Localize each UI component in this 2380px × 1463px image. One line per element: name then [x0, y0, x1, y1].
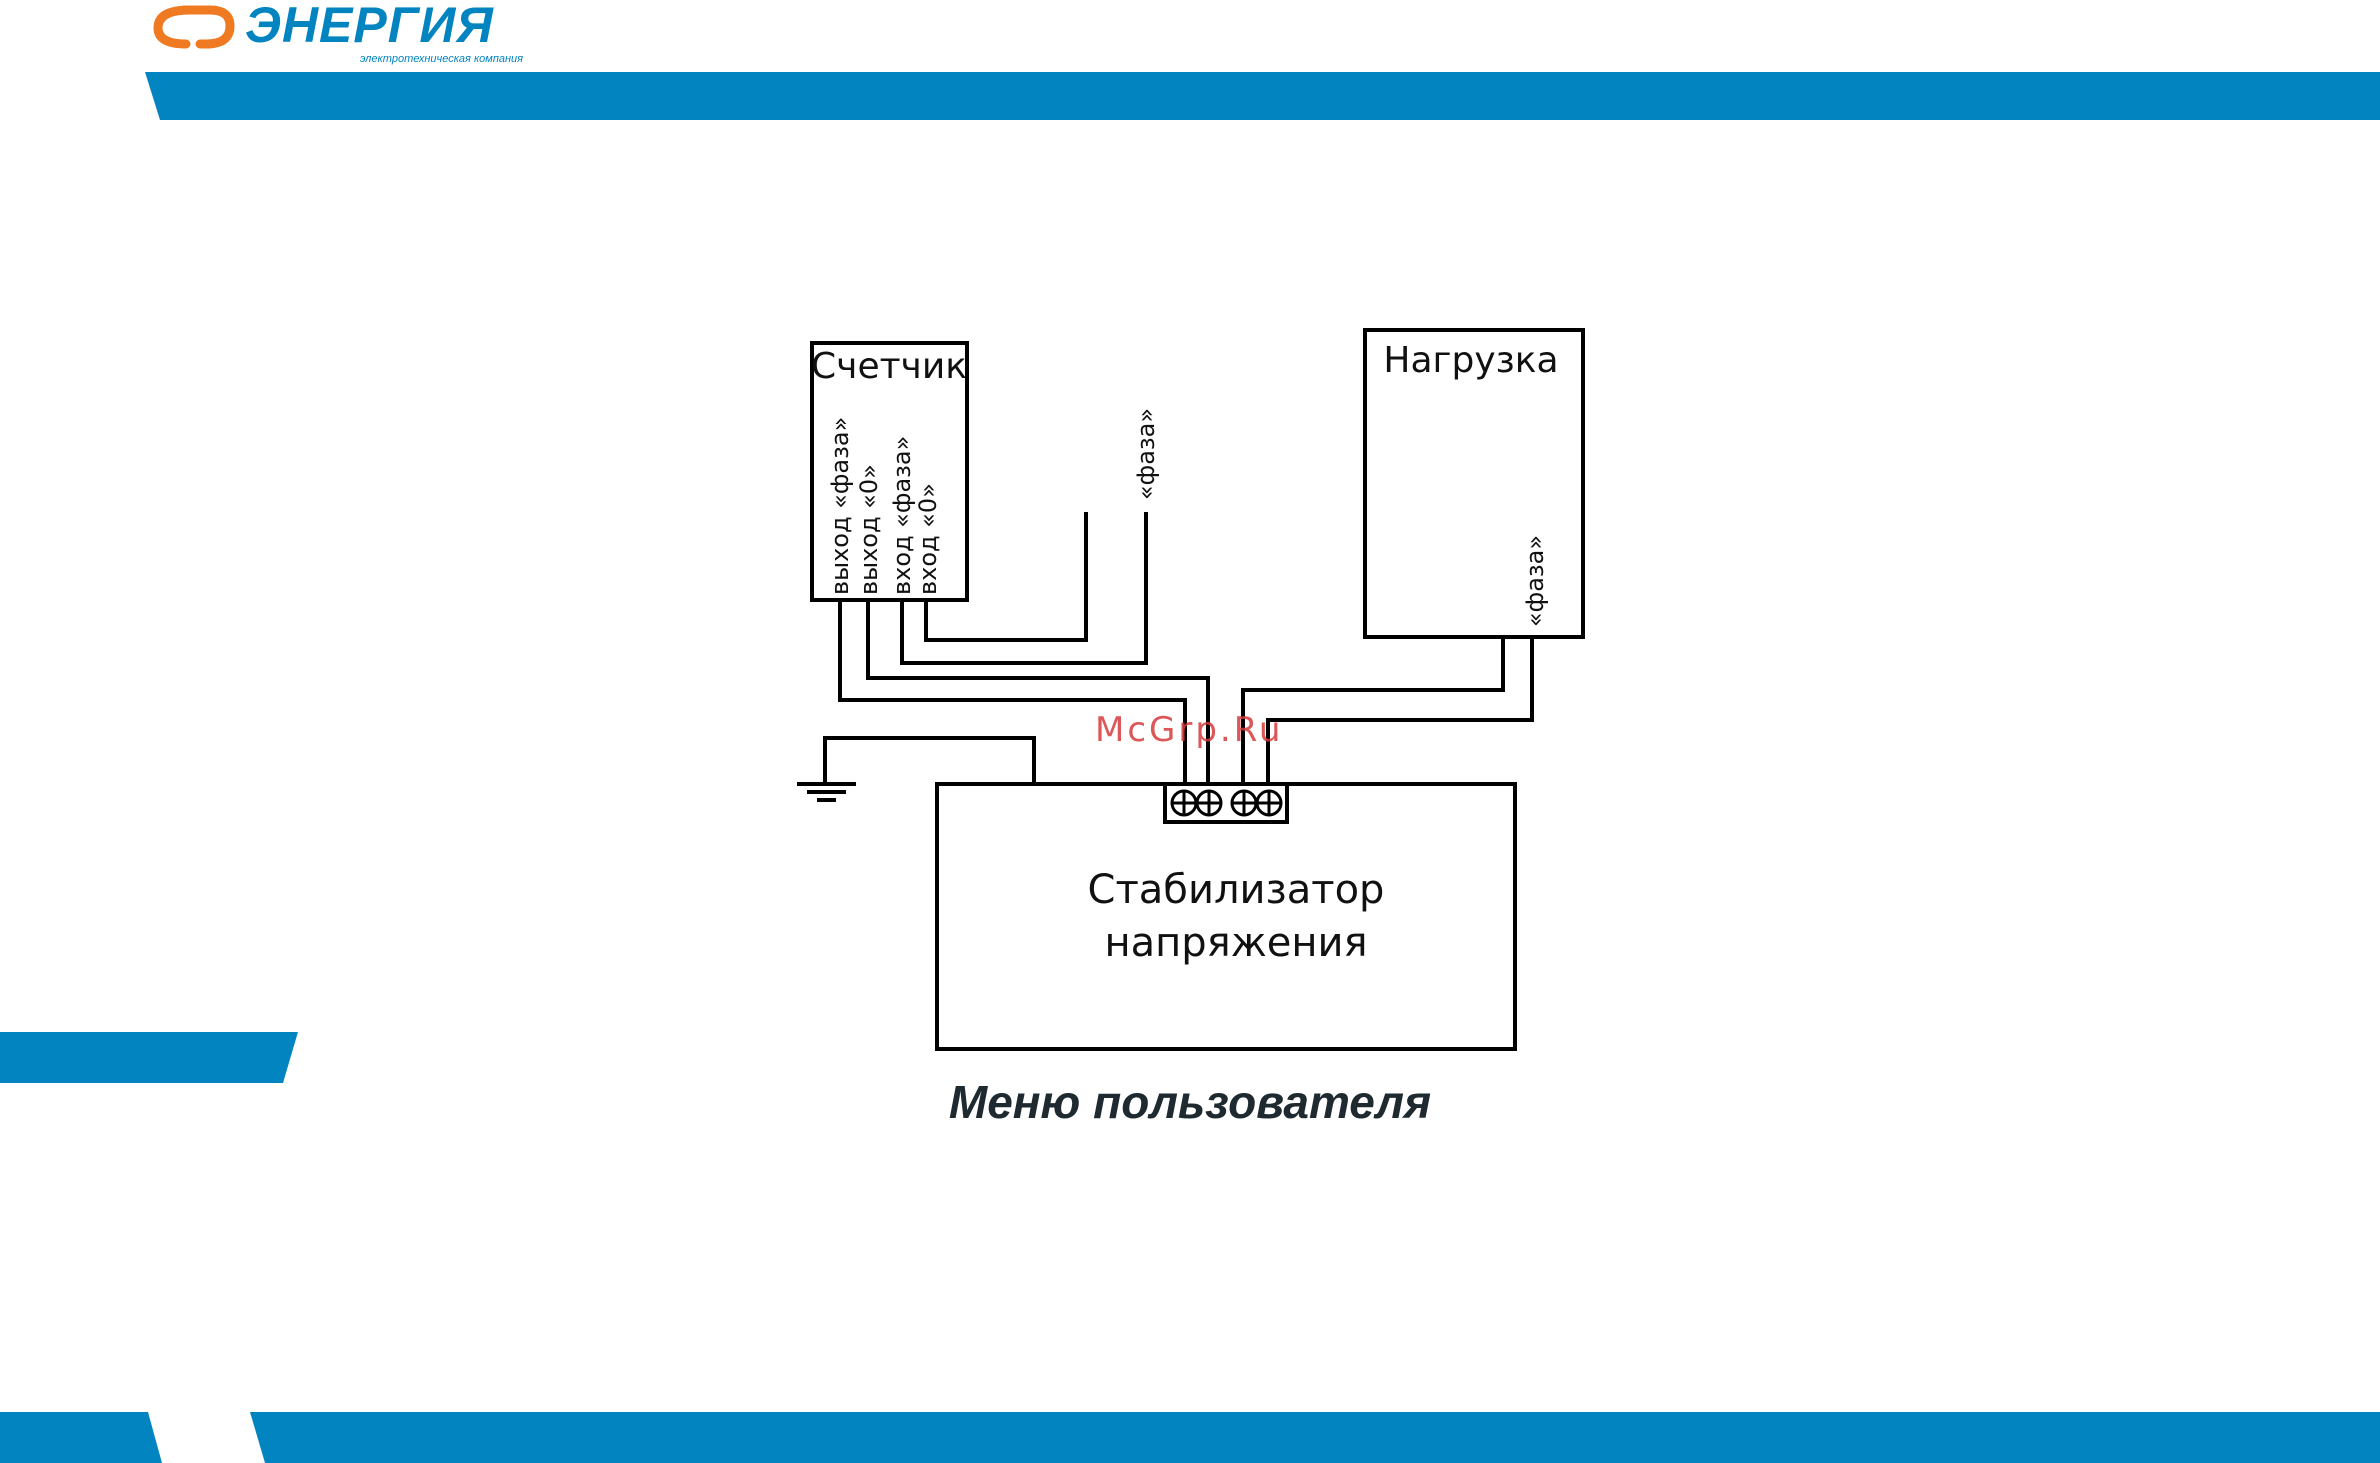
meter-terminal-in-zero: вход «0» [914, 483, 942, 595]
meter-terminal-in-phase: вход «фаза» [888, 436, 916, 595]
supply-phase-label: «фаза» [1132, 408, 1160, 500]
wire-ground [825, 738, 1034, 784]
load-title: Нагрузка [1383, 340, 1558, 381]
load-phase-label: «фаза» [1521, 535, 1549, 627]
page-caption: Меню пользователя [900, 1075, 1480, 1129]
meter-terminal-out-zero: выход «0» [855, 464, 883, 595]
wire-load-zero [1268, 637, 1532, 782]
meter-title: Счетчик [811, 346, 967, 387]
watermark: McGrp.Ru [1095, 710, 1283, 750]
meter-terminal-out-phase: выход «фаза» [826, 417, 854, 595]
terminal-screw-icon [1232, 791, 1256, 815]
wire-meter-out-zero [868, 600, 1208, 782]
stabilizer-title-line2: напряжения [1104, 920, 1367, 966]
stabilizer-title-line1: Стабилизатор [1088, 867, 1385, 913]
terminal-screw-icon [1172, 791, 1196, 815]
terminal-screw-icon [1197, 791, 1221, 815]
wire-meter-in-zero [926, 512, 1086, 640]
terminal-screw-icon [1257, 791, 1281, 815]
wire-meter-out-phase [840, 600, 1185, 782]
